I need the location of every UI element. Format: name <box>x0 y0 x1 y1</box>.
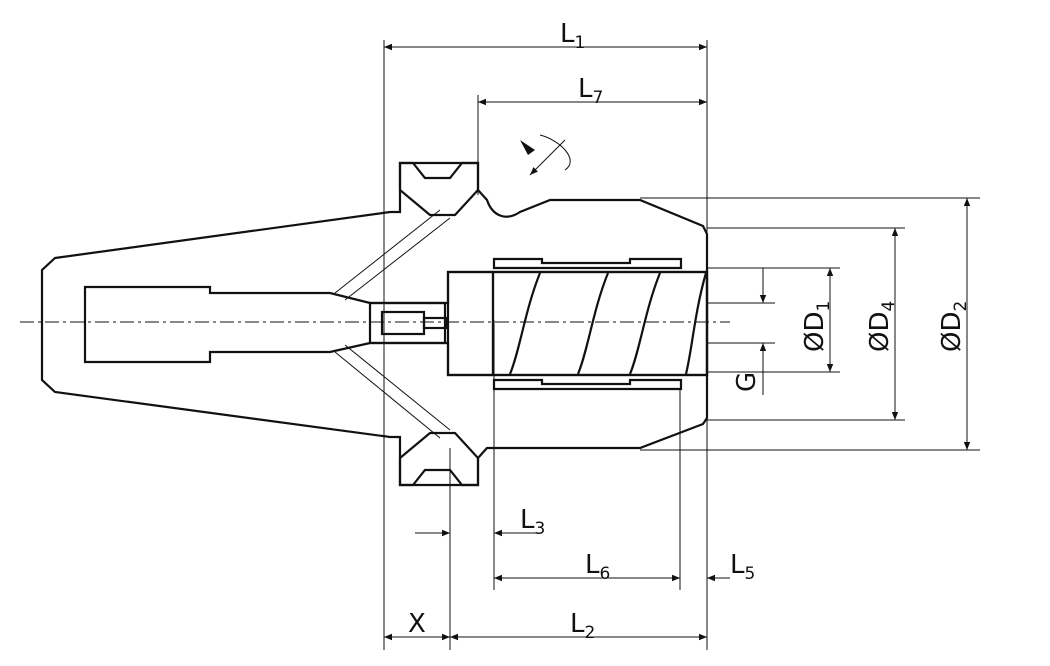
dimension-lines <box>384 43 971 641</box>
rotation-direction-icon <box>520 134 571 176</box>
bore <box>83 270 709 377</box>
flange-groove-bottom <box>398 431 480 487</box>
dim-label-g: G <box>732 372 762 392</box>
dim-label-d1: ØD1 <box>800 301 834 352</box>
dim-label-l7: L7 <box>578 74 603 108</box>
dim-label-d2: ØD2 <box>937 301 971 352</box>
body-section <box>40 161 709 487</box>
coolant-channels <box>334 209 451 439</box>
dim-label-x: X <box>408 609 426 639</box>
extension-lines <box>383 40 980 650</box>
dim-label-l1: L1 <box>560 19 585 53</box>
stop-screw <box>368 301 448 345</box>
holder-body <box>20 161 730 487</box>
flange-groove-top <box>398 161 480 217</box>
clamping-sleeve <box>446 257 709 391</box>
dim-label-l6: L6 <box>585 550 610 584</box>
dim-label-l3: L3 <box>520 505 545 539</box>
dim-label-l2: L2 <box>570 609 595 643</box>
dim-label-d4: ØD4 <box>865 301 899 352</box>
dim-label-l5: L5 <box>730 550 755 584</box>
